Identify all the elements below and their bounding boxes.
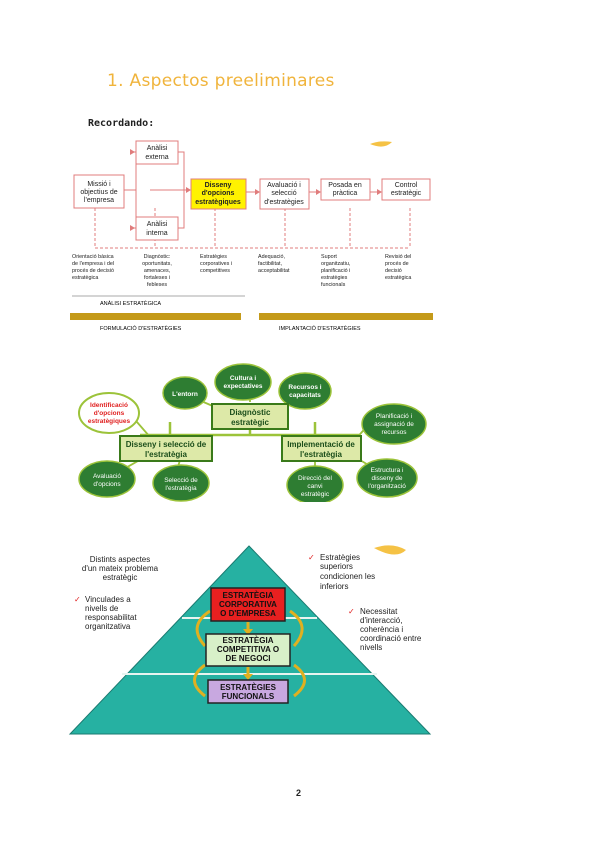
analysis-band-label: ANÀLISI ESTRATÈGICA [100,300,161,307]
oval-seleccio [152,464,210,502]
flow-arrows [124,151,377,229]
implantation-band [259,313,433,320]
oval-recursos [278,372,332,410]
check-icon: ✓ [74,595,81,604]
interaction-arrows [193,609,306,698]
evaluation-box [259,178,310,210]
formulation-band [70,313,241,320]
box-implementacio [281,435,362,462]
decor-shape [374,545,406,555]
oval-identificacio [78,392,140,434]
decor-shape [370,141,392,147]
note-diagnostic: Diagnòstic:oportunitats,amenaces,fortale… [142,254,172,288]
box-diagnostic [211,403,289,430]
page-heading: 1. Aspectos preeliminares [107,71,335,91]
formulation-band-label: FORMULACIÓ D'ESTRATÈGIES [100,325,182,332]
oval-entorn-label: L'entorn [172,391,198,398]
design-options-box [190,178,247,210]
corporate-strategy-box [210,587,286,622]
implantation-band-label: IMPLANTACIÓ D'ESTRATÈGIES [279,325,361,332]
oval-estructura [356,458,418,498]
control-box [381,178,431,201]
note-adequacy: Adequació,factibilitat,acceptabilitat [258,254,290,274]
functional-strategy-box [207,679,289,704]
oval-planificacio [361,403,427,445]
internal-analysis-box [135,216,179,241]
external-analysis-box [135,140,179,165]
arrow-heads [130,149,382,231]
box-disseny [119,435,213,462]
mission-box [73,174,125,209]
check-icon: ✓ [348,607,355,616]
competitive-strategy-box [205,633,291,667]
oval-avaluacio [78,460,136,498]
oval-direccio [286,465,344,502]
page-number: 2 [296,788,302,798]
check-icon: ✓ [308,553,315,562]
implementation-box [320,178,371,201]
recordando-label: Recordando: [88,118,155,129]
oval-cultura [214,363,272,401]
oval-entorn [162,376,208,410]
